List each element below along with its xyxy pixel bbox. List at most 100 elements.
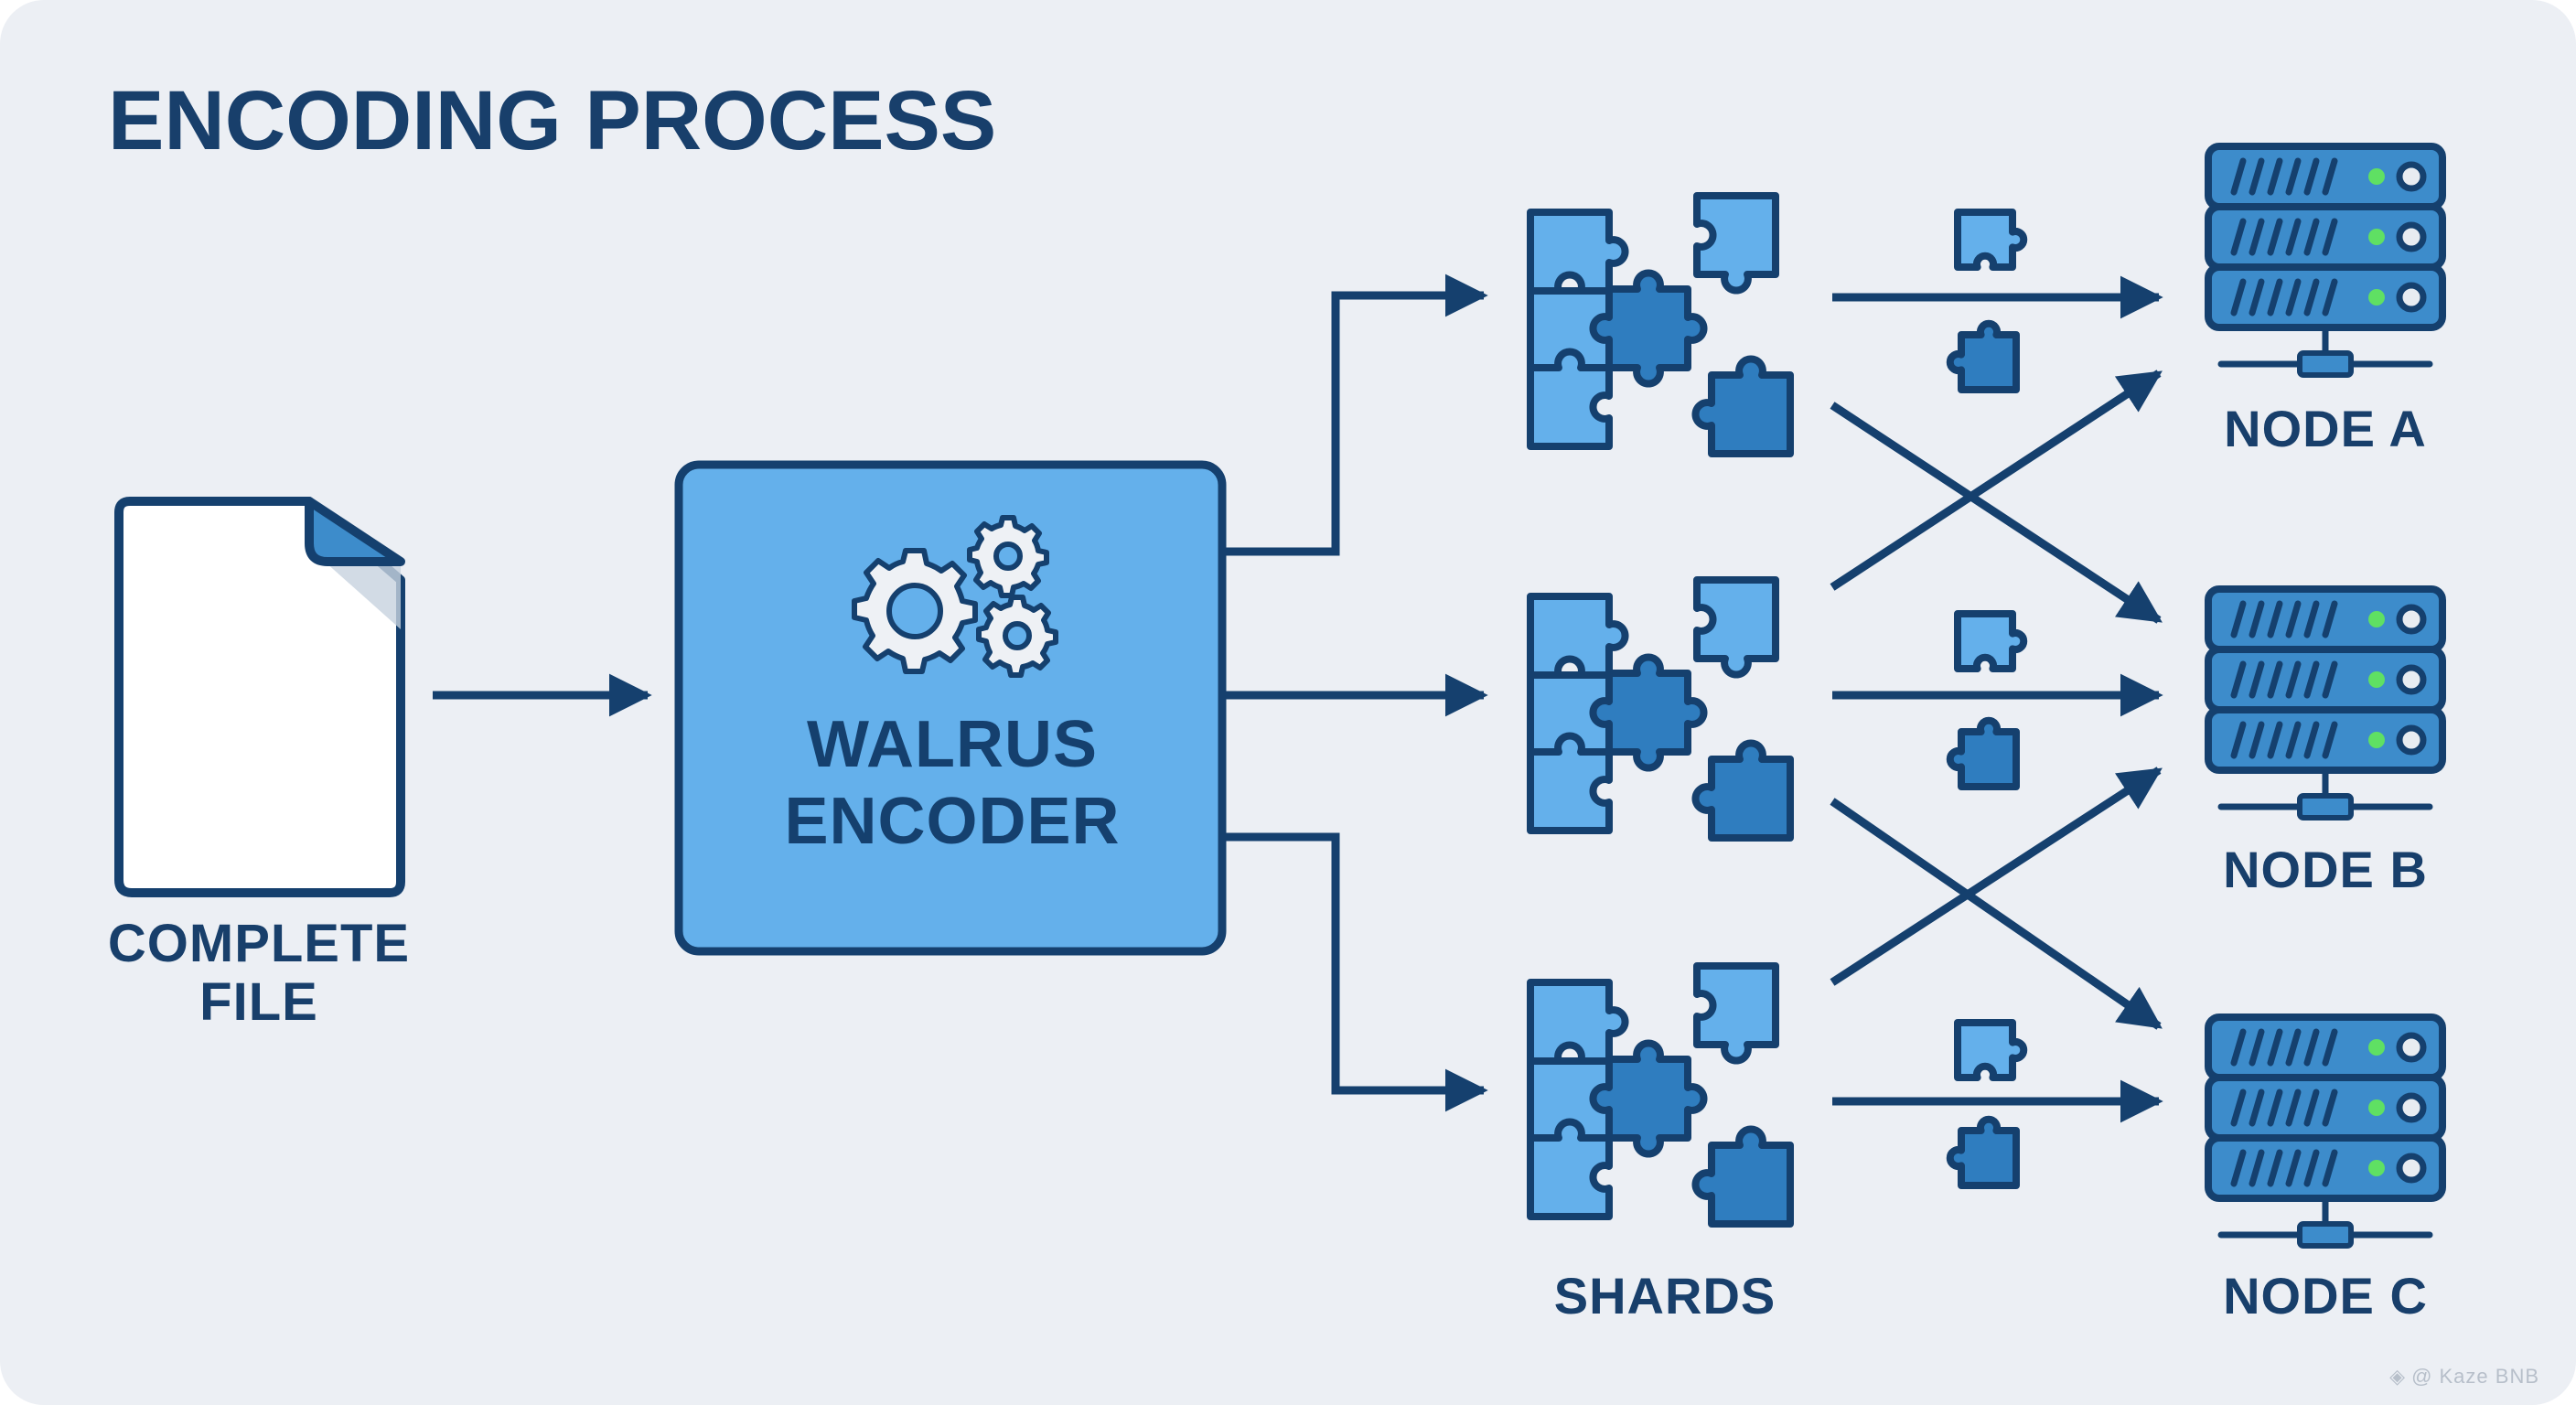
vent-slot (2267, 721, 2283, 759)
vent-slot (2249, 218, 2265, 256)
shard-piece (1527, 1118, 1613, 1220)
traveling-shard-piece (1946, 1115, 2020, 1189)
gears-icon (852, 515, 1058, 678)
binance-logo-icon: ◈ (2389, 1365, 2407, 1388)
vent-slot (2303, 157, 2320, 196)
vent-slot (2285, 157, 2302, 196)
power-button-icon (2396, 664, 2427, 695)
vent-slot (2322, 600, 2338, 638)
vent-slot (2249, 1028, 2265, 1067)
network-connector (2297, 793, 2354, 820)
node-a-label: NODE A (2224, 400, 2427, 457)
complete-file-label-line2: FILE (199, 972, 318, 1032)
arrow-shards1-to-node-b (1830, 402, 2163, 624)
power-button-icon (2396, 161, 2427, 192)
traveling-pieces (1946, 209, 2028, 1189)
shard-piece (1691, 739, 1794, 842)
arrow-shards2-to-node-a (1830, 370, 2163, 591)
vent-slot (2230, 600, 2247, 638)
shard-piece (1527, 209, 1629, 295)
document-icon (114, 497, 405, 897)
vent-slot (2230, 218, 2247, 256)
shard-piece (1691, 1125, 1794, 1228)
shard-piece (1693, 962, 1779, 1065)
vent-slot (2249, 157, 2265, 196)
vent-slot (2285, 278, 2302, 316)
encoder-label-line1: WALRUS (807, 708, 1098, 781)
vent-slot (2322, 278, 2338, 316)
watermark-text: @ Kaze BNB (2411, 1365, 2539, 1388)
vent-slot (2267, 1149, 2283, 1187)
vent-slot (2249, 660, 2265, 699)
arrow-shards2-to-node-c (1830, 798, 2163, 1030)
vent-slot (2230, 1089, 2247, 1127)
shard-piece (1589, 1039, 1708, 1158)
node-c-label: NODE C (2223, 1267, 2428, 1325)
vent-slot (2230, 278, 2247, 316)
traveling-shard-piece (1946, 716, 2020, 790)
shards-label: SHARDS (1553, 1267, 1776, 1325)
arrow-encoder-to-shards-1 (1226, 273, 1488, 556)
shard-piece (1589, 653, 1708, 772)
status-light-icon (2368, 289, 2385, 306)
arrow-encoder-to-shards-3 (1226, 832, 1488, 1112)
network-connector (2297, 350, 2354, 378)
vent-slot (2285, 1028, 2302, 1067)
vent-slot (2322, 660, 2338, 699)
vent-slot (2267, 600, 2283, 638)
vent-slot (2267, 1089, 2283, 1127)
node-b-label: NODE B (2223, 841, 2428, 898)
vent-slot (2322, 1149, 2338, 1187)
node-a-server-icon (2205, 143, 2446, 378)
complete-file-label-line1: COMPLETE (107, 914, 411, 973)
traveling-shard-piece (1954, 610, 2028, 672)
status-light-icon (2368, 168, 2385, 185)
vent-slot (2285, 660, 2302, 699)
vent-slot (2230, 660, 2247, 699)
shard-piece (1693, 576, 1779, 679)
vent-slot (2230, 1149, 2247, 1187)
encoder-label-line2: ENCODER (784, 785, 1121, 858)
shard-piece (1527, 348, 1613, 450)
shard-piece (1527, 732, 1613, 834)
vent-slot (2285, 600, 2302, 638)
power-button-icon (2396, 221, 2427, 252)
vent-slot (2267, 660, 2283, 699)
vent-slot (2230, 157, 2247, 196)
vent-slot (2267, 278, 2283, 316)
encoder-box (674, 460, 1227, 956)
traveling-shard-piece (1946, 319, 2020, 393)
vent-slot (2303, 660, 2320, 699)
shard-group-2 (1527, 576, 1794, 842)
power-button-icon (2396, 1032, 2427, 1063)
power-button-icon (2396, 1092, 2427, 1123)
vent-slot (2267, 1028, 2283, 1067)
shard-piece (1527, 593, 1629, 679)
vent-slot (2267, 157, 2283, 196)
status-light-icon (2368, 671, 2385, 688)
vent-slot (2230, 1028, 2247, 1067)
vent-slot (2249, 1149, 2265, 1187)
vent-slot (2322, 218, 2338, 256)
shard-piece (1693, 192, 1779, 295)
power-button-icon (2396, 282, 2427, 313)
shard-piece (1527, 979, 1629, 1065)
vent-slot (2303, 600, 2320, 638)
status-light-icon (2368, 1099, 2385, 1116)
vent-slot (2285, 1149, 2302, 1187)
encoder-label: WALRUS ENCODER (681, 706, 1224, 860)
status-light-icon (2368, 611, 2385, 627)
vent-slot (2249, 600, 2265, 638)
traveling-shard-piece (1954, 1019, 2028, 1081)
watermark: ◈@ Kaze BNB (2389, 1365, 2539, 1389)
vent-slot (2303, 1149, 2320, 1187)
vent-slot (2303, 278, 2320, 316)
page-title: ENCODING PROCESS (108, 74, 997, 167)
vent-slot (2285, 721, 2302, 759)
power-button-icon (2396, 604, 2427, 635)
vent-slot (2249, 278, 2265, 316)
power-button-icon (2396, 724, 2427, 756)
power-button-icon (2396, 1153, 2427, 1184)
shard-piece (1691, 355, 1794, 457)
